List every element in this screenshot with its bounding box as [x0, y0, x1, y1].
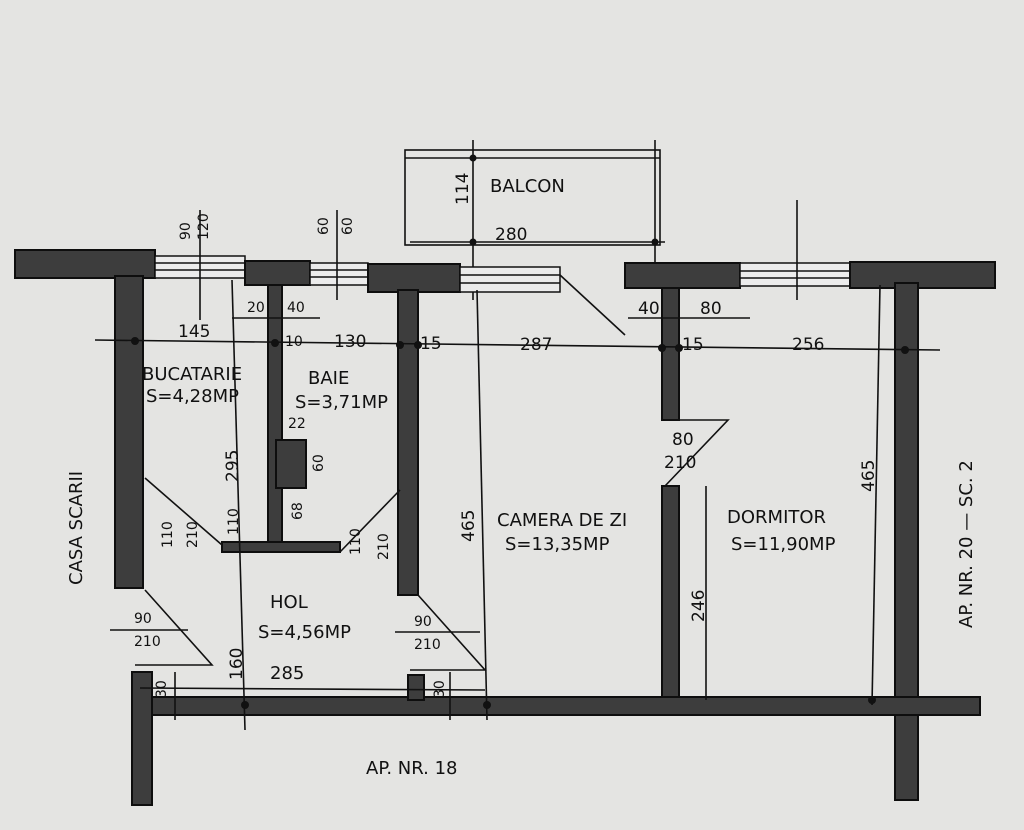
dim-label: 210 [134, 634, 161, 650]
doors [135, 419, 730, 671]
door-living [410, 594, 487, 671]
labels: BALCON 114 280 90 120 60 60 20 40 145 10… [66, 173, 977, 779]
dim-label: 160 [227, 648, 247, 680]
dim-label: 68 [290, 502, 306, 520]
dim-label: 80 [672, 430, 694, 450]
room-name: DORMITOR [727, 507, 826, 528]
wall-living-bedroom [661, 485, 680, 701]
dim-label: 145 [178, 322, 210, 342]
stairwell-label: CASA SCARII [66, 471, 87, 585]
window-bath [309, 262, 369, 286]
wall [849, 261, 996, 289]
dim-label: 114 [453, 173, 473, 205]
balcony-outline [404, 149, 661, 246]
window-living [459, 266, 561, 293]
window-bedroom [739, 262, 851, 287]
dim-label: 60 [340, 217, 356, 235]
dim-label: 285 [270, 663, 304, 684]
dim-label: 295 [223, 450, 243, 482]
dim-label: 246 [689, 590, 709, 622]
dim-label: 110 [160, 521, 176, 548]
wall-kitchen-left [114, 275, 144, 589]
wall [244, 260, 311, 286]
balcony-door-swing [559, 274, 626, 336]
dim-label: 60 [311, 454, 327, 472]
dim-label: 110 [348, 528, 364, 555]
chimney [275, 439, 307, 489]
wall-partition [221, 541, 341, 553]
room-name: CAMERA DE ZI [497, 510, 627, 531]
wall [14, 249, 156, 279]
dim-label: 20 [247, 300, 265, 316]
dim-label: 210 [376, 533, 392, 560]
dim-label: 10 [285, 334, 303, 350]
door-kitchen [144, 477, 223, 546]
room-name: BAIE [308, 368, 349, 389]
wall [367, 263, 461, 293]
room-area: S=4,28MP [146, 386, 239, 407]
wall-living-bedroom [661, 287, 680, 421]
dim-label: 280 [495, 225, 527, 245]
dim-label: 465 [859, 460, 879, 492]
dim-label: 80 [700, 299, 722, 319]
door-entry [135, 589, 214, 666]
dim-label: 90 [178, 222, 194, 240]
room-area: S=13,35MP [505, 534, 610, 555]
dim-label: 40 [287, 300, 305, 316]
dim-label: 120 [196, 213, 212, 240]
dim-label: 210 [414, 637, 441, 653]
neighbor-label: AP. NR. 20 — SC. 2 [956, 460, 977, 628]
dim-label: 15 [420, 334, 442, 354]
neighbor-label: AP. NR. 18 [366, 758, 458, 779]
dimension-lines [94, 200, 941, 731]
wall-bath-living [397, 289, 419, 596]
dim-label: 130 [334, 332, 366, 352]
room-area: S=11,90MP [731, 534, 836, 555]
dim-label: 15 [682, 335, 704, 355]
dim-label: 60 [316, 217, 332, 235]
door-bedroom [664, 419, 730, 487]
balcony-label: BALCON [490, 176, 565, 197]
dim-label: 256 [792, 335, 824, 355]
door-bath [339, 489, 401, 553]
room-name: BUCATARIE [142, 364, 242, 385]
walls [14, 249, 996, 806]
dim-label: 210 [664, 453, 696, 473]
dim-label: 90 [134, 611, 152, 627]
wall-right [894, 282, 919, 801]
room-area: S=3,71MP [295, 392, 388, 413]
wall-bottom [134, 696, 981, 716]
dim-label: 465 [459, 510, 479, 542]
wall [624, 262, 741, 289]
wall-bottom-left [131, 671, 153, 806]
dim-label: 110 [226, 508, 242, 535]
room-name: HOL [270, 592, 308, 613]
dim-label: 210 [185, 521, 201, 548]
dim-label: 40 [638, 299, 660, 319]
dim-label: 90 [414, 614, 432, 630]
wall-stub [407, 674, 425, 701]
dim-label: 30 [154, 680, 170, 698]
dim-label: 287 [520, 335, 552, 355]
dim-label: 22 [288, 416, 306, 432]
wall-kitchen-bath [267, 284, 283, 548]
room-area: S=4,56MP [258, 622, 351, 643]
dim-label: 30 [432, 680, 448, 698]
